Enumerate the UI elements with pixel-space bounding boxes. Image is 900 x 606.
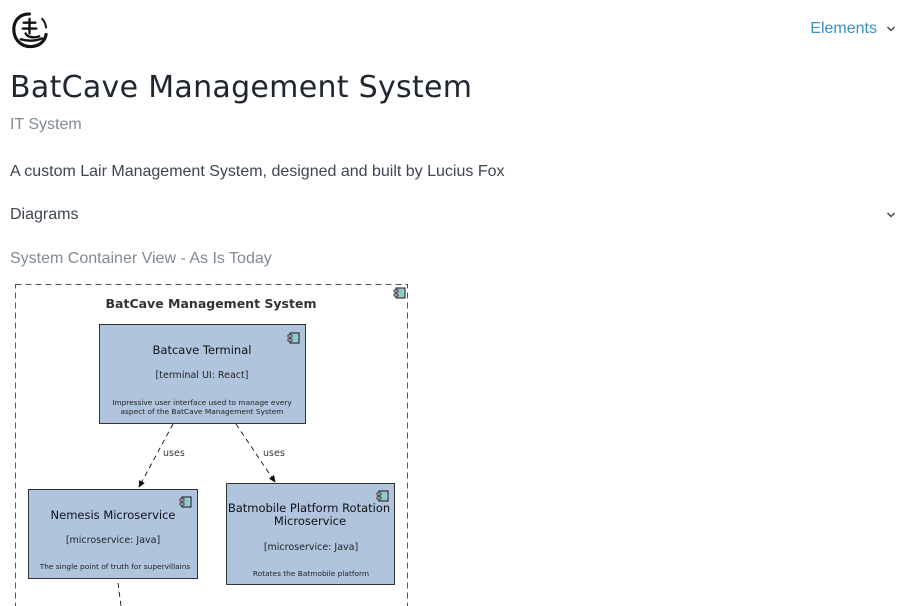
page-description: A custom Lair Management System, designe… [10, 163, 505, 180]
ink-brush-logo-icon[interactable] [10, 11, 49, 50]
relation-label: uses [163, 448, 185, 459]
container-description-line: Rotates the Batmobile platform [253, 569, 369, 578]
relation-terminal-nemesis [138, 423, 174, 488]
container-node-nemesis-microservice[interactable]: Nemesis Microservice [microservice: Java… [28, 489, 198, 579]
relation-nemesis-outgoing [117, 582, 122, 606]
diagrams-section-toggle[interactable]: Diagrams [10, 206, 896, 224]
system-boundary-label: BatCave Management System [106, 296, 317, 311]
container-name-line: Batmobile Platform Rotation [228, 501, 390, 515]
component-icon [376, 490, 389, 502]
chevron-down-icon [887, 212, 895, 218]
component-icon [179, 496, 192, 508]
container-name-line: Microservice [274, 514, 346, 528]
elements-menu[interactable]: Elements [810, 20, 896, 38]
container-description-line: aspect of the BatCave Management System [121, 407, 284, 416]
diagrams-section-label: Diagrams [10, 206, 79, 223]
container-description-line: The single point of truth for supervilla… [39, 562, 191, 571]
container-technology: [terminal UI: React] [156, 370, 249, 381]
chevron-down-icon [887, 26, 895, 32]
container-name: Batcave Terminal [153, 343, 252, 357]
relation-terminal-batmobile [235, 423, 276, 483]
container-node-batmobile-platform-rotation-microservice[interactable]: Batmobile Platform Rotation Microservice… [226, 483, 395, 585]
container-technology: [microservice: Java] [264, 542, 358, 553]
container-diagram: BatCave Management System uses uses Batc… [15, 284, 408, 606]
container-description-line: Impressive user interface used to manage… [112, 398, 292, 407]
diagram-title: System Container View - As Is Today [10, 250, 272, 267]
component-icon [393, 287, 406, 299]
relation-label: uses [263, 448, 285, 459]
container-technology: [microservice: Java] [66, 535, 160, 546]
system-boundary [15, 284, 408, 606]
elements-menu-label[interactable]: Elements [810, 20, 877, 37]
page-title: BatCave Management System [10, 70, 473, 105]
container-name: Nemesis Microservice [51, 508, 176, 522]
container-node-batcave-terminal[interactable]: Batcave Terminal [terminal UI: React] Im… [99, 324, 306, 424]
page-subtitle: IT System [10, 116, 82, 133]
component-icon [287, 332, 300, 344]
